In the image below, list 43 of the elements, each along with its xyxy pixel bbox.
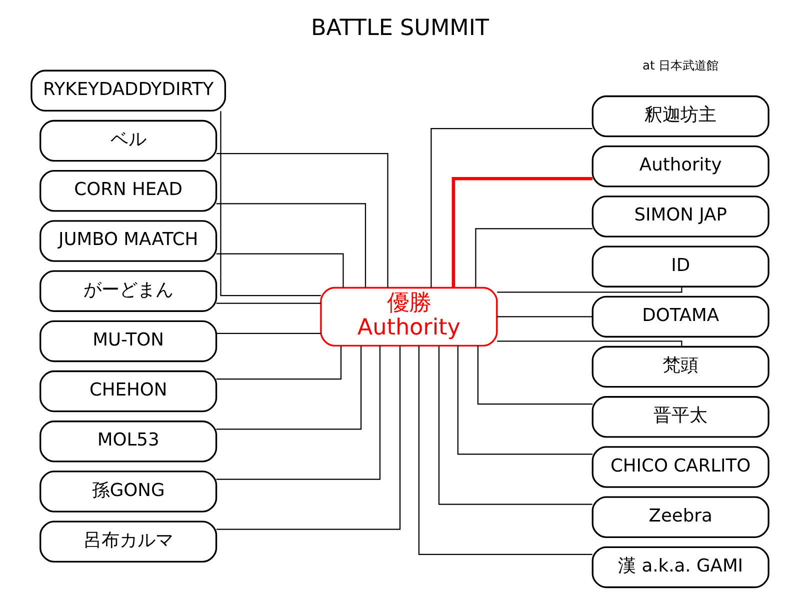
node-box: がーどまん [40, 270, 218, 312]
connector [497, 340, 682, 347]
node-box: ベル [40, 120, 218, 162]
node-box: JUMBO MAATCH [40, 220, 218, 262]
node-box: MOL53 [40, 420, 218, 462]
connector [216, 346, 381, 480]
node-box: CORN HEAD [40, 170, 218, 212]
node-box: DOTAMA [592, 296, 770, 338]
connector [497, 286, 682, 293]
node-box: SIMON JAP [592, 196, 770, 238]
connector [418, 346, 592, 555]
node-box: 釈迦坊主 [592, 95, 770, 138]
node-box: CHICO CARLITO [592, 446, 770, 488]
connector [497, 316, 592, 318]
connector [438, 346, 592, 505]
node-box: RYKEYDADDYDIRTY [30, 70, 226, 112]
node-box: ID [592, 246, 770, 288]
connector [216, 253, 344, 288]
node-box: MU-TON [40, 320, 218, 362]
node-box: Authority [592, 146, 770, 188]
connector [430, 128, 592, 288]
node-box: 晋平太 [592, 396, 770, 438]
node-box: Zeebra [592, 496, 770, 538]
node-box: 漢 a.k.a. GAMI [592, 546, 770, 588]
node-box: 孫GONG [40, 470, 218, 512]
connector [457, 346, 593, 455]
connector [216, 346, 362, 430]
node-box: CHEHON [40, 370, 218, 412]
caption: at 日本武道館 [642, 58, 719, 72]
node-box: 優勝 Authority [320, 286, 498, 346]
connector [216, 346, 401, 530]
connector [216, 346, 342, 380]
connector [452, 176, 592, 288]
node-box: 梵頭 [592, 346, 770, 388]
connector [216, 302, 321, 304]
diagram-title: BATTLE SUMMIT [310, 15, 490, 42]
node-box: 呂布カルマ [40, 520, 218, 562]
connector [216, 153, 388, 288]
connector [475, 228, 593, 288]
connector [216, 332, 321, 334]
connector [220, 111, 321, 296]
connector [216, 203, 366, 288]
connector [477, 346, 593, 405]
